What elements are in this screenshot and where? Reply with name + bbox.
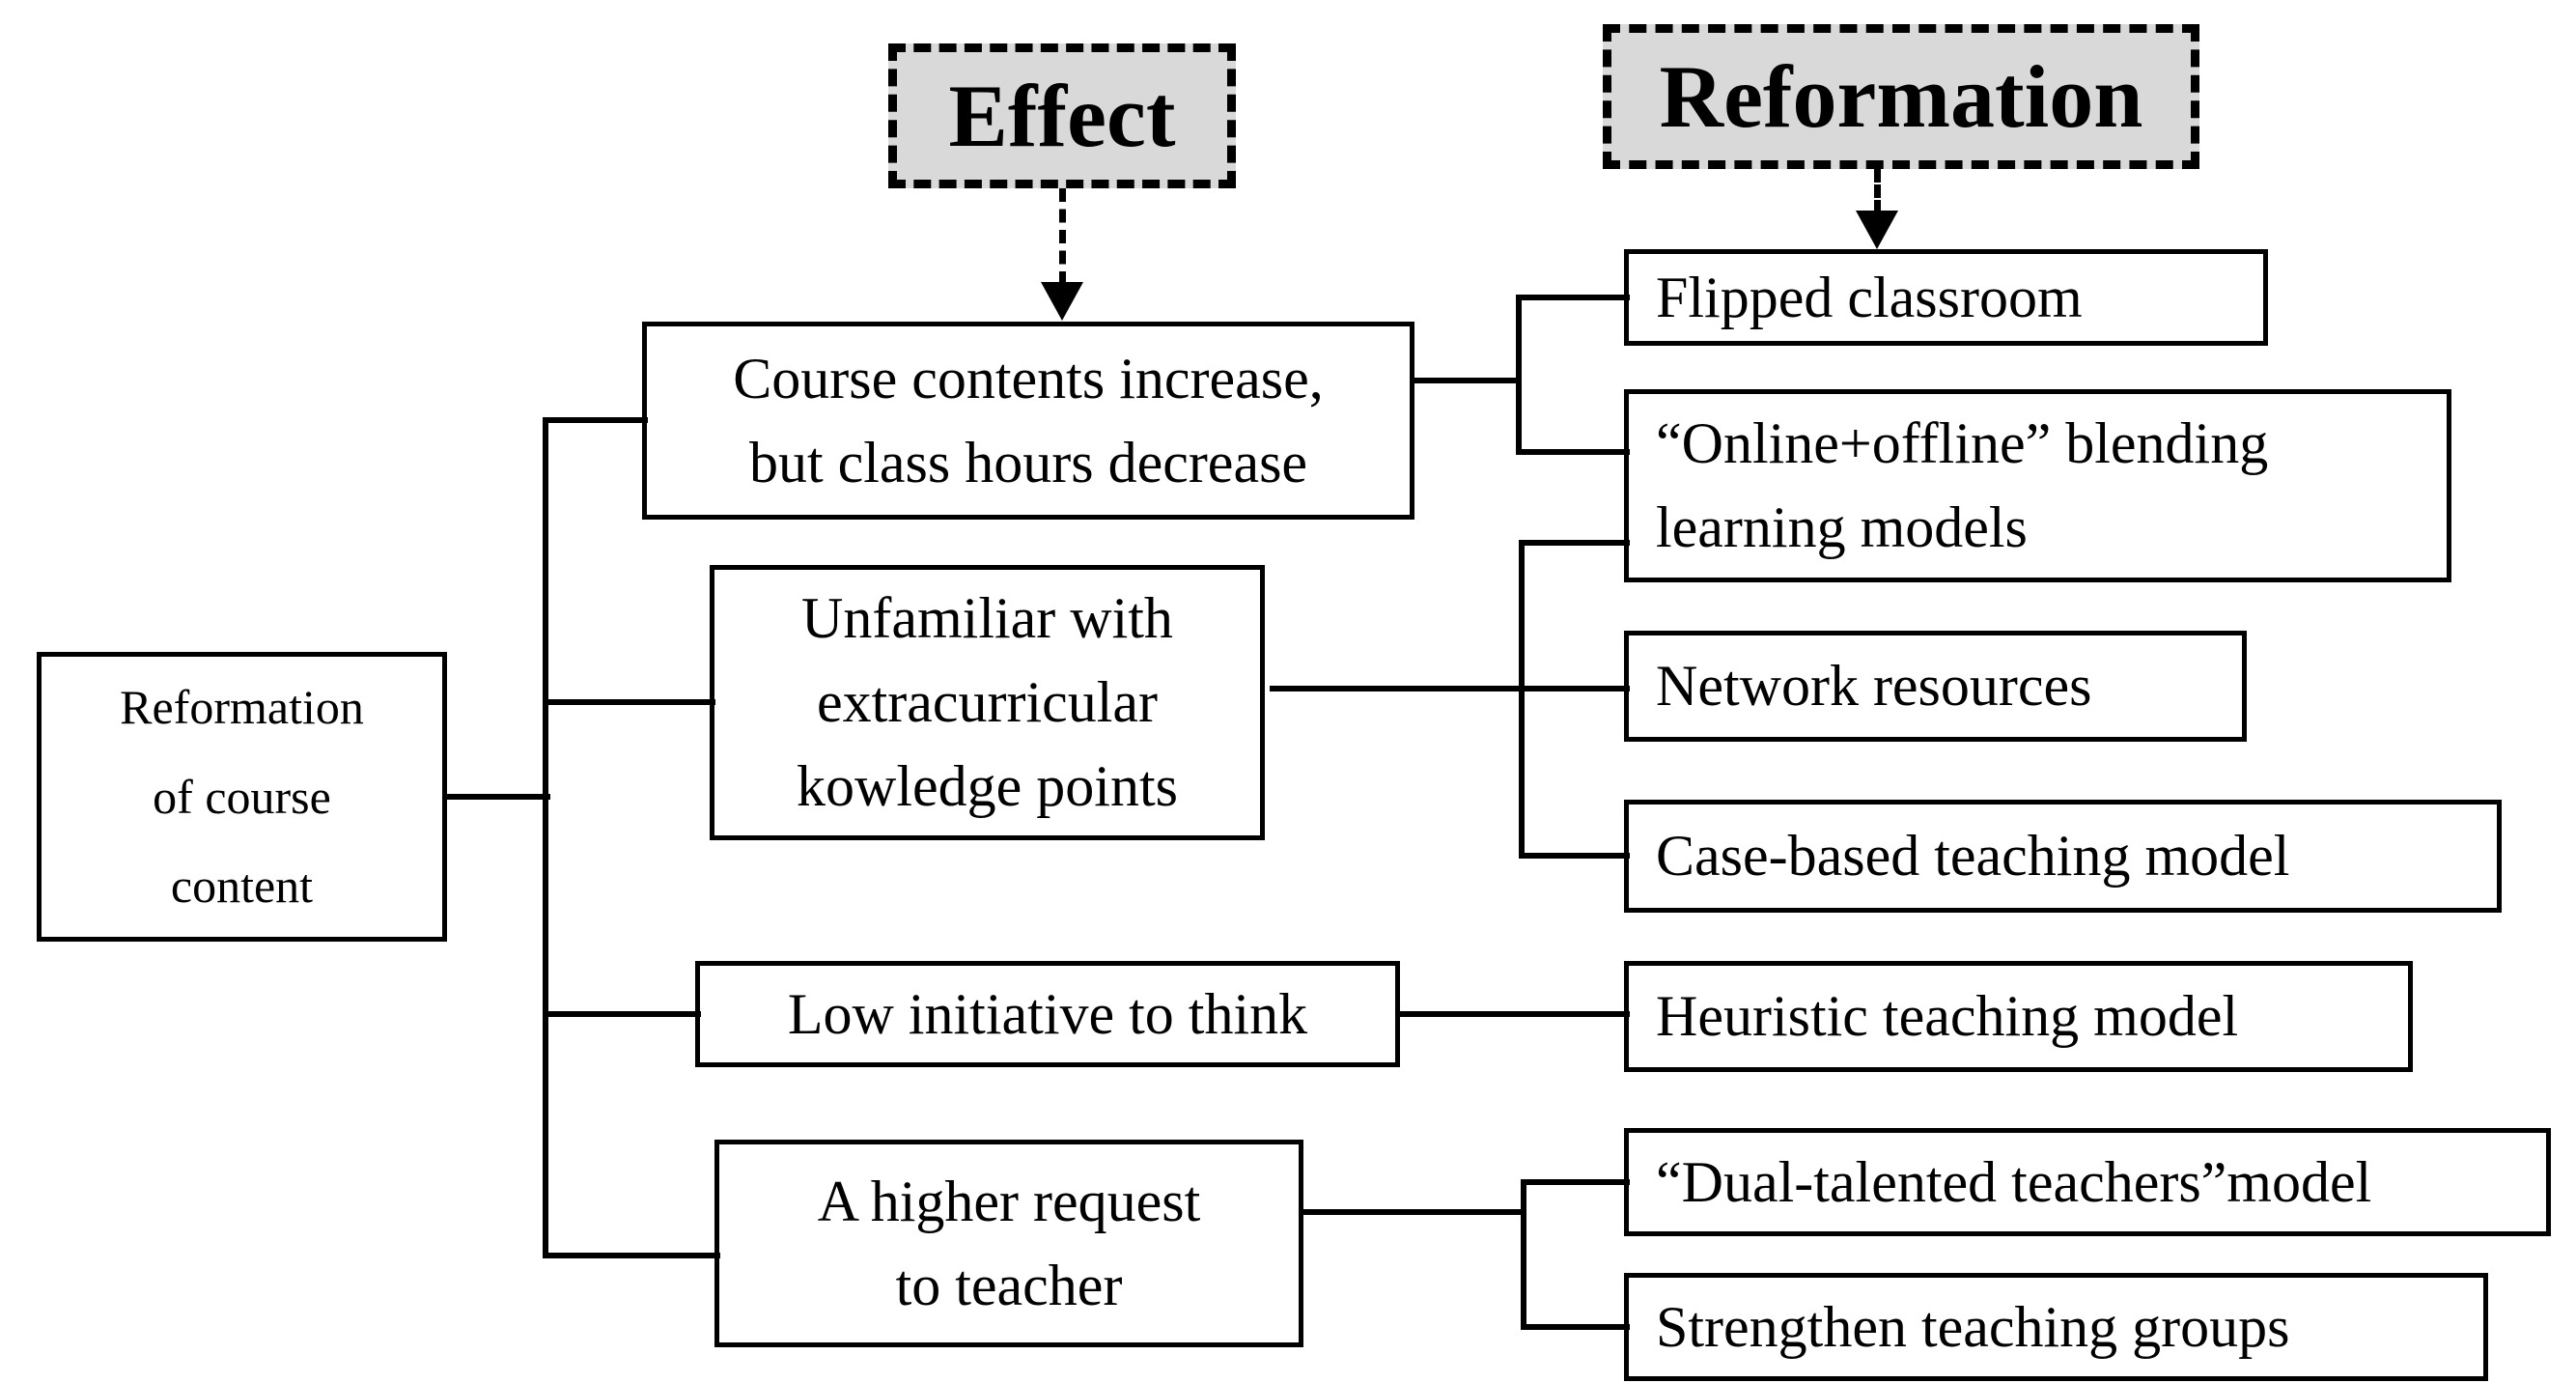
reformation-node-dual-talented-teachers: “Dual-talented teachers”model: [1624, 1128, 2551, 1236]
connector-to-case-based: [1519, 853, 1630, 859]
connector-spine-group1: [1516, 295, 1522, 455]
root-node-reformation-of-course-content: Reformation of course content: [37, 652, 447, 942]
connector-effect3-to-heuristic: [1400, 1011, 1630, 1017]
connector-to-online-offline-upper: [1516, 449, 1630, 455]
reformation-node-online-offline-blending: “Online+offline” blending learning model…: [1624, 389, 2451, 582]
reformation-node-case-based-teaching: Case-based teaching model: [1624, 800, 2502, 913]
effect-header: Effect: [888, 43, 1236, 188]
effect-node-unfamiliar-extracurricular: Unfamiliar with extracurricular kowledge…: [710, 565, 1265, 840]
connector-left-spine: [543, 417, 548, 1258]
connector-to-online-offline-lower: [1519, 540, 1630, 546]
connector-effect2-to-network: [1270, 686, 1630, 692]
effect-node-course-contents-increase: Course contents increase, but class hour…: [642, 322, 1414, 520]
reformation-node-flipped-classroom: Flipped classroom: [1624, 249, 2268, 346]
connector-to-dual-talented: [1521, 1179, 1630, 1185]
connector-spine-group4: [1521, 1179, 1526, 1330]
connector-to-strengthen-groups: [1521, 1324, 1630, 1330]
reformation-down-arrow-icon: [1856, 211, 1898, 249]
effect-down-arrow-icon: [1041, 282, 1083, 321]
reformation-header: Reformation: [1603, 24, 2199, 169]
connector-branch-effect-4: [543, 1253, 720, 1258]
reformation-node-strengthen-teaching-groups: Strengthen teaching groups: [1624, 1273, 2488, 1381]
connector-branch-effect-1: [543, 417, 648, 423]
reformation-node-heuristic-teaching: Heuristic teaching model: [1624, 961, 2413, 1072]
effect-down-arrow-line: [1059, 188, 1066, 285]
connector-spine-group2: [1519, 540, 1525, 859]
connector-branch-effect-3: [543, 1011, 701, 1017]
connector-branch-effect-2: [543, 699, 715, 705]
connector-effect4-out: [1303, 1209, 1526, 1215]
reformation-node-network-resources: Network resources: [1624, 631, 2247, 742]
connector-to-flipped-classroom: [1516, 295, 1630, 300]
effect-node-low-initiative: Low initiative to think: [695, 961, 1400, 1067]
connector-root-to-spine: [442, 794, 550, 800]
effect-node-higher-request-to-teacher: A higher request to teacher: [714, 1140, 1303, 1347]
reformation-down-arrow-line: [1874, 169, 1881, 213]
connector-effect1-out: [1410, 378, 1522, 383]
